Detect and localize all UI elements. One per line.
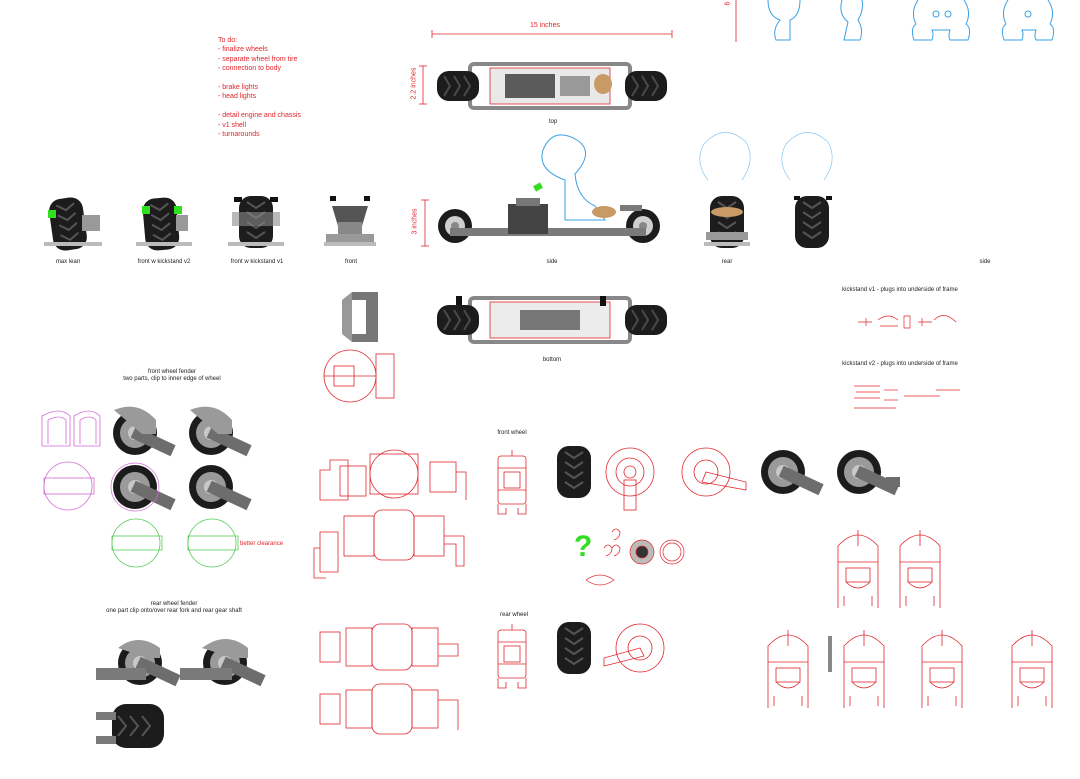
red-chair-view-5 — [921, 629, 963, 709]
kickstand-v1-parts — [858, 315, 957, 329]
dimension-length-line — [431, 30, 673, 38]
bike-side-view — [438, 134, 660, 243]
fender-profile-part — [323, 292, 395, 403]
bike-side-right-view — [781, 132, 833, 249]
red-chair-view-1 — [837, 529, 879, 609]
front-wheel-hub-outlines — [605, 447, 747, 511]
dimension-length-label: 15 inches — [530, 22, 560, 29]
front-wheel-section-label: front wheel — [497, 430, 527, 436]
dimension-cropped-label: 6 — [724, 1, 732, 6]
red-part-outlines-rear — [319, 623, 459, 735]
kickstand-v2-label: kickstand v2 - plugs into underside of f… — [842, 361, 958, 367]
question-sketch — [585, 528, 685, 586]
bike-bottom-view — [436, 296, 668, 344]
character-turnaround-top — [767, 0, 1055, 41]
front-fender-title: front wheel fender — [147, 369, 197, 375]
front-fender-subtitle: two parts, clip to inner edge of wheel — [123, 376, 221, 382]
todo-item: - detail engine and chassis — [218, 112, 301, 120]
front-fender-clearance-outlines — [111, 518, 239, 568]
front-wheel-mech-outline — [497, 449, 527, 515]
view-label-max-lean: max lean — [55, 259, 81, 265]
rear-wheel-mech-outline — [497, 623, 527, 689]
todo-item: - turnarounds — [218, 131, 260, 139]
view-label-top: top — [548, 119, 558, 125]
view-label-front-kickstand-v1: front w kickstand v1 — [230, 259, 284, 265]
red-pin-part — [828, 636, 832, 672]
dimension-height-label: 3 inches — [411, 208, 419, 235]
view-label-side-right: side — [979, 259, 991, 265]
view-label-front: front — [344, 259, 357, 265]
front-wheel-tire — [556, 445, 592, 499]
red-chair-view-2 — [899, 529, 941, 609]
red-chair-view-4 — [843, 629, 885, 709]
front-view-max-lean — [44, 194, 102, 254]
view-label-bottom: bottom — [542, 357, 562, 363]
todo-item: - connection to body — [218, 65, 282, 73]
dimension-width-label: 2.2 inches — [410, 67, 418, 100]
dimension-height-line — [421, 199, 429, 247]
view-label-side: side — [546, 259, 558, 265]
rear-fender-subtitle: one part clip onto/over rear fork and re… — [106, 608, 242, 614]
kickstand-v1-label: kickstand v1 - plugs into underside of f… — [842, 287, 958, 293]
front-wheel-hub-assemblies — [761, 450, 900, 496]
red-chair-view-6 — [1011, 629, 1053, 709]
rear-wheel-hub-outline — [603, 623, 665, 673]
rear-fender-wheels — [96, 639, 266, 748]
todo-list: To do: - finalize wheels - separate whee… — [218, 36, 301, 139]
rear-fender-title: rear wheel fender — [150, 601, 198, 607]
todo-item: - separate wheel from tire — [218, 55, 298, 63]
red-chair-view-3 — [767, 629, 809, 709]
view-label-front-kickstand-v2: front w kickstand v2 — [137, 259, 191, 265]
todo-heading: To do: — [218, 37, 238, 44]
todo-item: - v1 shell — [218, 121, 247, 129]
todo-item — [218, 102, 301, 111]
kickstand-v2-parts — [854, 385, 960, 409]
todo-item — [218, 74, 301, 83]
dimension-width-line — [419, 65, 427, 105]
front-view-kickstand-v2 — [136, 195, 192, 253]
bike-rear-view — [699, 132, 751, 249]
front-view-kickstand-v1 — [228, 195, 284, 249]
view-label-rear: rear — [721, 259, 733, 265]
front-fender-clearance-note: better clearance — [240, 541, 284, 547]
bike-top-view — [436, 62, 668, 110]
front-view-plain — [324, 196, 376, 246]
rear-wheel-section-label: rear wheel — [499, 612, 528, 618]
front-fender-outlines — [41, 410, 101, 511]
red-part-outlines-front — [313, 449, 467, 579]
rear-wheel-tire — [556, 621, 592, 675]
question-mark-annotation: ? — [574, 530, 593, 563]
todo-item: - head lights — [218, 93, 257, 101]
front-fender-wheels — [110, 406, 252, 512]
todo-item: - brake lights — [218, 84, 259, 92]
todo-item: - finalize wheels — [218, 46, 268, 54]
